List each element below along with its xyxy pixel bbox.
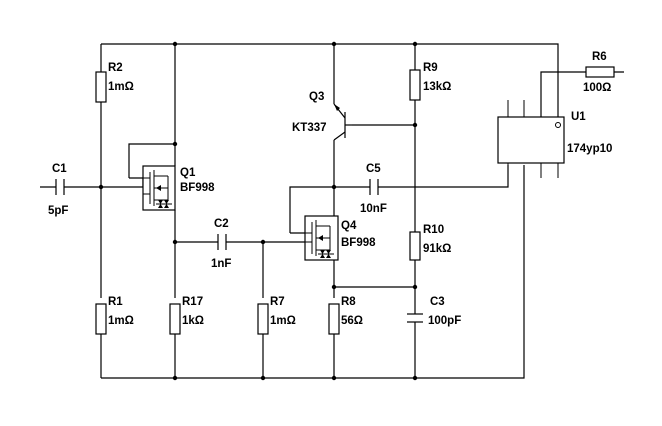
junction-dot xyxy=(412,122,418,128)
c5-ref-label: C5 xyxy=(366,163,381,175)
q1-value-label: BF998 xyxy=(180,182,215,194)
c3-value-label: 100pF xyxy=(428,315,461,327)
top-rail-wire xyxy=(101,43,559,125)
resistor-r8 xyxy=(328,303,340,335)
junction-dot xyxy=(412,284,418,290)
ic-u1 xyxy=(497,100,565,178)
r2-value-label: 1mΩ xyxy=(108,81,134,93)
mosfet-q4 xyxy=(304,215,339,261)
mosfet-q1 xyxy=(142,165,176,211)
c3-ref-label: C3 xyxy=(430,296,445,308)
c5-value-label: 10nF xyxy=(360,203,387,215)
r7-ref-label: R7 xyxy=(270,296,285,308)
junction-dot xyxy=(260,375,266,381)
resistor-r9 xyxy=(409,69,421,101)
capacitor-c3 xyxy=(407,313,423,323)
c2-ref-label: C2 xyxy=(214,218,229,230)
r9-value-label: 13kΩ xyxy=(423,81,451,93)
junction-dot xyxy=(260,239,266,245)
r2-ref-label: R2 xyxy=(108,62,123,74)
wires xyxy=(40,43,624,379)
resistor-r17 xyxy=(169,303,181,335)
q1-ref-label: Q1 xyxy=(180,167,196,179)
resistor-r10 xyxy=(409,231,421,261)
labels: R2 1mΩ R1 1mΩ R17 1kΩ R7 1mΩ R8 56Ω R9 1… xyxy=(48,51,612,327)
junction-dot xyxy=(331,41,337,47)
q1-gate-wire xyxy=(101,178,144,188)
resistor-r2 xyxy=(95,71,107,103)
r8-ref-label: R8 xyxy=(341,296,356,308)
r1-ref-label: R1 xyxy=(108,296,123,308)
r6-ref-label: R6 xyxy=(592,51,607,63)
junction-dot xyxy=(172,375,178,381)
capacitor-c1 xyxy=(55,179,65,195)
r6-value-label: 100Ω xyxy=(583,82,611,94)
resistor-r1 xyxy=(95,303,107,335)
c5-to-u1-wire xyxy=(378,165,509,188)
junction-dot xyxy=(172,141,178,147)
resistor-r7 xyxy=(257,303,269,335)
q1-gate2-loop-wire xyxy=(128,143,175,179)
r10-value-label: 91kΩ xyxy=(423,243,451,255)
r7-value-label: 1mΩ xyxy=(270,315,296,327)
bottom-rail-wire xyxy=(101,165,525,379)
capacitor-c2 xyxy=(217,234,227,250)
r8-value-label: 56Ω xyxy=(341,315,363,327)
r10-ref-label: R10 xyxy=(423,224,444,236)
q4-ref-label: Q4 xyxy=(341,220,357,232)
capacitor-c5 xyxy=(369,179,379,195)
q3-ref-label: Q3 xyxy=(309,91,324,103)
u1-ref-label: U1 xyxy=(571,111,586,123)
c1-ref-label: C1 xyxy=(52,163,67,175)
resistor-r6 xyxy=(585,66,615,78)
junction-dot xyxy=(331,375,337,381)
r1-value-label: 1mΩ xyxy=(108,315,134,327)
r17-value-label: 1kΩ xyxy=(182,315,204,327)
transistor-q3 xyxy=(333,103,352,141)
q4-value-label: BF998 xyxy=(341,237,376,249)
r17-ref-label: R17 xyxy=(182,296,203,308)
junction-dot xyxy=(172,239,178,245)
q3-value-label: KT337 xyxy=(292,122,327,134)
junction-dot xyxy=(172,41,178,47)
junction-dot xyxy=(412,375,418,381)
junction-dot xyxy=(331,184,337,190)
c1-value-label: 5pF xyxy=(48,205,68,217)
q4-gate2-loop-wire xyxy=(289,186,370,234)
c2-value-label: 1nF xyxy=(211,258,231,270)
junction-dot xyxy=(412,41,418,47)
junction-dots xyxy=(98,41,418,381)
junction-dot xyxy=(98,184,104,190)
r9-ref-label: R9 xyxy=(423,62,438,74)
junction-dot xyxy=(331,284,337,290)
u1-value-label: 174yp10 xyxy=(567,143,612,155)
